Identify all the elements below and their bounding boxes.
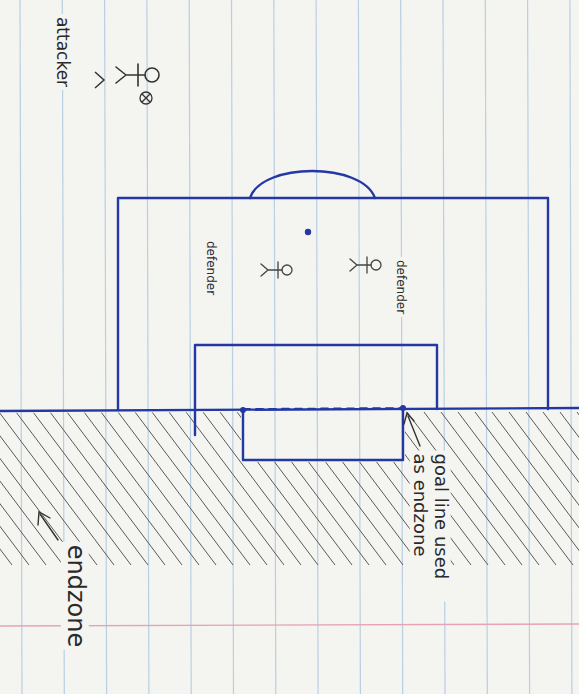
hatch-stroke xyxy=(271,412,386,565)
paper-rule xyxy=(105,0,107,694)
hatch-stroke xyxy=(543,412,579,565)
hatch-stroke xyxy=(475,412,579,565)
hatch-stroke xyxy=(254,412,369,565)
hatch-stroke xyxy=(152,412,267,565)
hatch-stroke xyxy=(169,412,284,565)
goal-frame xyxy=(243,409,403,460)
direction-arrow xyxy=(95,72,104,88)
hatch-stroke xyxy=(220,412,335,565)
figure-label: defender xyxy=(393,257,407,317)
hatch-stroke xyxy=(441,412,556,565)
paper-rule xyxy=(232,0,234,694)
penalty-box xyxy=(118,198,548,410)
paper-rule xyxy=(358,0,360,694)
attacker-figure xyxy=(116,64,159,86)
figure-label: attacker xyxy=(52,14,72,90)
hatch-stroke xyxy=(0,412,114,565)
goal-area xyxy=(195,345,437,435)
hatch-stroke xyxy=(0,412,63,565)
paper-rule xyxy=(485,0,487,694)
hatch-stroke xyxy=(135,412,250,565)
leader-arrow xyxy=(404,413,420,446)
paper-rule xyxy=(316,0,318,694)
ball xyxy=(140,92,152,104)
note-label: goal line used as endzone xyxy=(409,451,450,602)
penalty-spot xyxy=(305,229,311,235)
hatch-stroke xyxy=(577,412,579,565)
goal-mouth xyxy=(243,408,403,409)
hatch-stroke xyxy=(237,412,352,565)
paper-rule xyxy=(570,0,572,694)
paper-rule xyxy=(401,0,403,694)
hatch-stroke xyxy=(101,412,216,565)
goal-line xyxy=(0,408,579,411)
defender-figure xyxy=(261,262,292,278)
paper-rule xyxy=(274,0,276,694)
hatch-stroke xyxy=(458,412,573,565)
hatch-stroke xyxy=(84,412,199,565)
goal-post xyxy=(240,407,246,413)
defender-figure xyxy=(350,257,381,273)
figure-label: defender xyxy=(203,238,217,298)
paper-rule xyxy=(20,0,22,694)
penalty-arc xyxy=(250,171,375,198)
area-label: endzone xyxy=(61,542,89,650)
hatch-stroke xyxy=(288,412,403,565)
paper-rules xyxy=(20,0,572,694)
leader-arrow xyxy=(38,512,58,540)
hatch-stroke xyxy=(0,412,29,565)
hatch-stroke xyxy=(203,412,318,565)
hatch-stroke xyxy=(33,412,148,565)
paper-rule xyxy=(528,0,530,694)
hatch-stroke xyxy=(509,412,579,565)
paper-rule xyxy=(189,0,191,694)
hatch-stroke xyxy=(526,412,579,565)
hatch-stroke xyxy=(560,412,579,565)
goal-post xyxy=(400,405,406,411)
hatch-stroke xyxy=(118,412,233,565)
